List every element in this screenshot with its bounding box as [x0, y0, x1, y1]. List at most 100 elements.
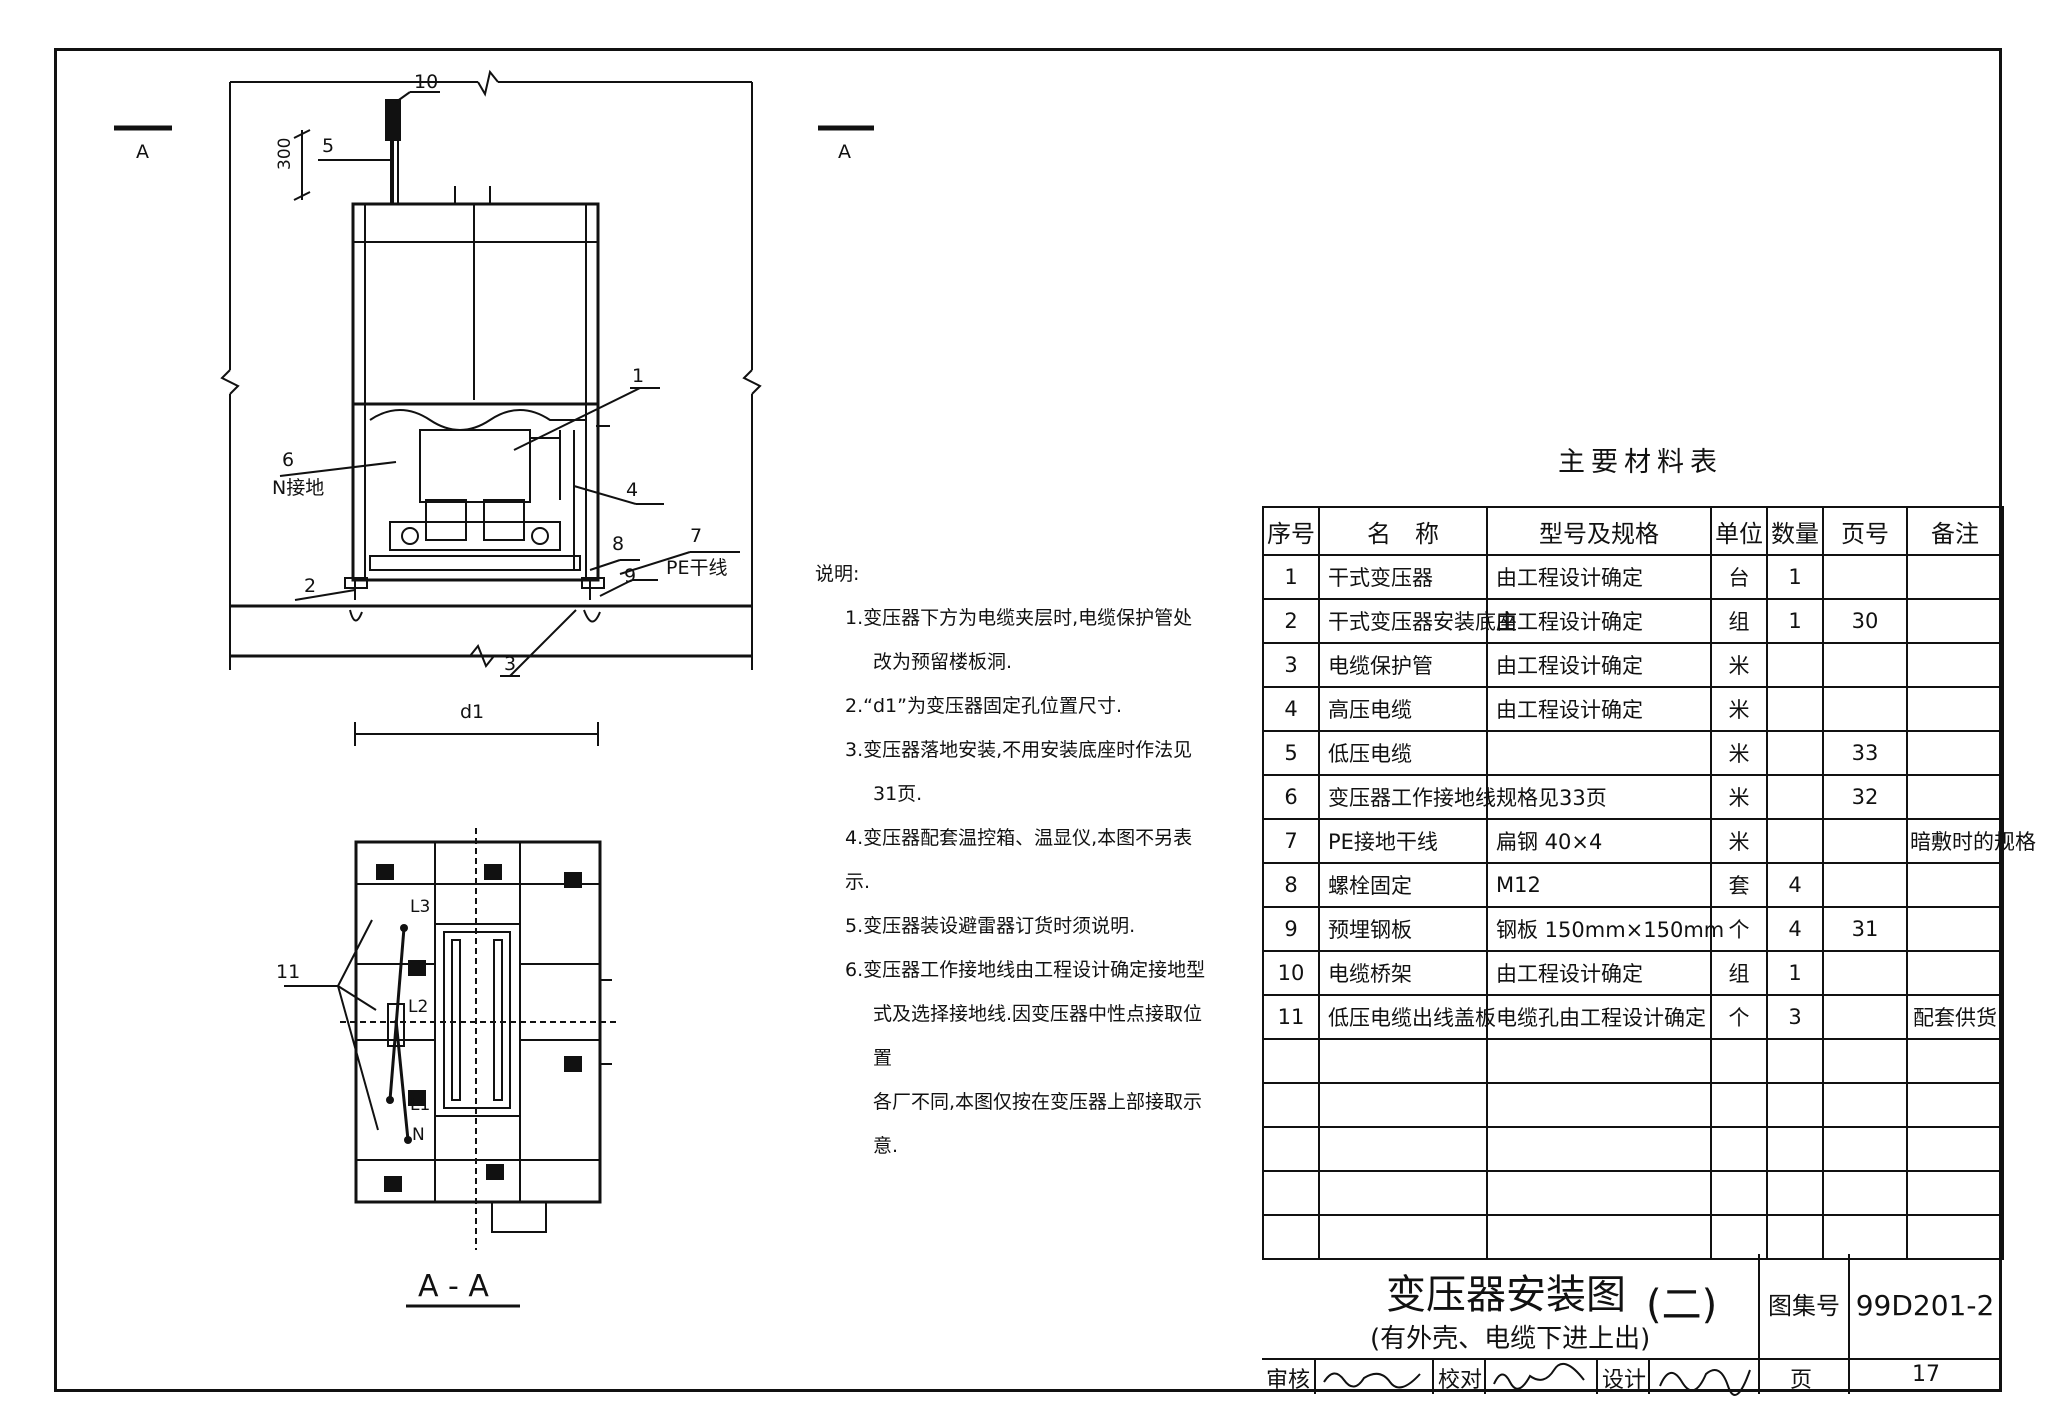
designer-signature [1659, 1369, 1751, 1396]
table-cell: 个 [1710, 906, 1768, 952]
section-title: A - A [418, 1269, 489, 1304]
table-cell-empty [1318, 1126, 1488, 1172]
table-cell-empty [1822, 1170, 1908, 1216]
table-cell [1906, 686, 2004, 732]
note-4: 4.变压器配套温控箱、温显仪,本图不另表示. [845, 827, 1193, 893]
signature-row: 审核 校对 设计 页 17 [1262, 1358, 2002, 1396]
atlas-label: 图集号 [1760, 1254, 1850, 1358]
table-cell: M12 [1486, 862, 1712, 908]
table-cell-empty [1486, 1170, 1712, 1216]
table-cell-empty [1822, 1038, 1908, 1084]
table-cell-empty [1262, 1038, 1320, 1084]
reviewer-signature [1323, 1372, 1421, 1389]
atlas-number: 99D201-2 [1855, 1289, 1995, 1322]
drawing-title: 变压器安装图 [1386, 1272, 1626, 1318]
table-cell-empty [1766, 1126, 1824, 1172]
table-cell [1766, 642, 1824, 688]
table-cell: 预埋钢板 [1318, 906, 1488, 952]
note-3-cont: 31页. [873, 783, 923, 805]
table-cell-empty [1318, 1214, 1488, 1260]
table-cell: 4 [1262, 686, 1320, 732]
table-row-empty [1262, 1126, 2004, 1172]
table-cell: 米 [1710, 730, 1768, 776]
table-cell: 米 [1710, 818, 1768, 864]
table-cell-empty [1318, 1082, 1488, 1128]
callout-9: 9 [624, 565, 636, 587]
table-cell: 由工程设计确定 [1486, 642, 1712, 688]
table-cell: 6 [1262, 774, 1320, 820]
table-cell [1822, 642, 1908, 688]
table-cell-empty [1710, 1214, 1768, 1260]
check-label: 校对 [1438, 1368, 1483, 1393]
design-label: 设计 [1602, 1368, 1647, 1393]
checker-signature [1493, 1362, 1585, 1390]
plan-label-n: N [412, 1125, 425, 1145]
table-cell: 4 [1766, 862, 1824, 908]
table-cell: 1 [1766, 554, 1824, 600]
table-row-empty [1262, 1038, 2004, 1084]
materials-title: 主要材料表 [1558, 447, 1723, 478]
table-cell: 米 [1710, 642, 1768, 688]
table-cell: 1 [1262, 554, 1320, 600]
callout-7-label: PE干线 [666, 557, 727, 579]
note-3: 3.变压器落地安装,不用安装底座时作法见 [845, 739, 1193, 761]
table-cell-empty [1906, 1170, 2004, 1216]
table-cell: 电缆桥架 [1318, 950, 1488, 996]
table-cell [1486, 730, 1712, 776]
section-label-left: A [136, 141, 149, 163]
table-cell: 电缆孔由工程设计确定 [1486, 994, 1712, 1040]
table-cell [1766, 730, 1824, 776]
table-cell: 8 [1262, 862, 1320, 908]
callout-6-label: N接地 [272, 477, 324, 499]
table-cell [1766, 818, 1824, 864]
table-cell [1906, 862, 2004, 908]
table-cell: 扁钢 40×4 [1486, 818, 1712, 864]
table-cell: 米 [1710, 774, 1768, 820]
table-cell [1906, 598, 2004, 644]
plan-label-l3: L3 [410, 897, 430, 917]
table-cell: 组 [1710, 598, 1768, 644]
table-row-empty [1262, 1082, 2004, 1128]
callout-1: 1 [632, 365, 644, 387]
callout-5: 5 [322, 135, 334, 157]
table-cell-empty [1906, 1038, 2004, 1084]
table-cell [1822, 994, 1908, 1040]
table-cell: 钢板 150mm×150mm [1486, 906, 1724, 952]
table-cell: 1 [1766, 598, 1824, 644]
dim-d1: d1 [460, 701, 484, 723]
table-cell: 11 [1262, 994, 1320, 1040]
table-cell-empty [1766, 1082, 1824, 1128]
table-cell: 规格见33页 [1486, 774, 1712, 820]
table-cell [1766, 686, 1824, 732]
table-cell: 5 [1262, 730, 1320, 776]
col-header-qty: 数量 [1766, 506, 1824, 556]
table-cell: 由工程设计确定 [1486, 950, 1712, 996]
note-6-cont-1: 式及选择接地线.因变压器中性点接取位置 [873, 1003, 1203, 1069]
table-cell-empty [1710, 1082, 1768, 1128]
table-cell [1906, 950, 2004, 996]
table-cell-empty [1766, 1214, 1824, 1260]
table-cell: 7 [1262, 818, 1320, 864]
table-cell: 米 [1710, 686, 1768, 732]
table-cell: 干式变压器安装底座 [1318, 598, 1517, 644]
col-header-page: 页号 [1822, 506, 1908, 556]
table-cell-empty [1766, 1170, 1824, 1216]
table-cell-empty [1318, 1170, 1488, 1216]
plan-label-l2: L2 [408, 997, 428, 1017]
table-cell-empty [1262, 1214, 1320, 1260]
table-cell-empty [1710, 1038, 1768, 1084]
callout-7: 7 [690, 525, 702, 547]
note-1: 1.变压器下方为电缆夹层时,电缆保护管处 [845, 607, 1193, 629]
dim-300: 300 [275, 138, 295, 170]
callout-10: 10 [414, 71, 438, 93]
table-cell-empty [1710, 1170, 1768, 1216]
note-2: 2.“d1”为变压器固定孔位置尺寸. [845, 695, 1123, 717]
